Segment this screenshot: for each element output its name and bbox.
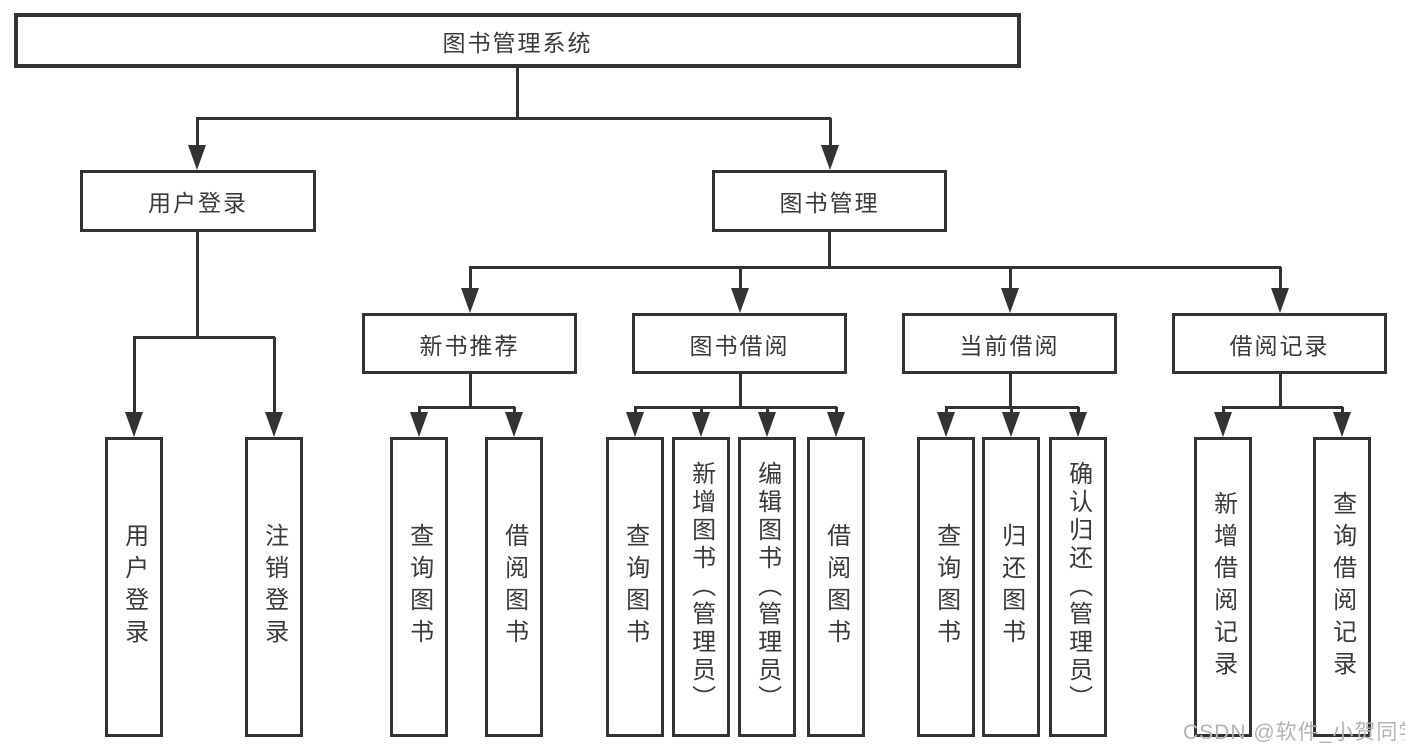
connector-arrowhead-down xyxy=(758,412,776,437)
node-label: 图书借阅 xyxy=(689,332,790,359)
connector-line-vertical xyxy=(739,374,742,407)
leaf-borrow-add-books-admin: 新增图书（管理员） xyxy=(672,437,730,737)
connector-line-stem xyxy=(1279,267,1282,301)
leaf-recommend-borrow-books: 借阅图书 xyxy=(485,437,543,737)
connector-arrowhead-down xyxy=(265,412,283,437)
leaf-user-login: 用户登录 xyxy=(105,437,163,737)
connector-arrowhead-down xyxy=(731,288,749,313)
node-label: 归还图书 xyxy=(997,523,1025,651)
connector-arrowhead-down xyxy=(1001,288,1019,313)
connector-arrowhead-down xyxy=(626,412,644,437)
node-book-management: 图书管理 xyxy=(712,170,947,232)
connector-line-stem xyxy=(1009,267,1012,301)
connector-arrowhead-down xyxy=(125,412,143,437)
node-book-borrowing: 图书借阅 xyxy=(632,313,847,374)
connector-arrowhead-down xyxy=(1069,412,1087,437)
leaf-records-add-record: 新增借阅记录 xyxy=(1194,437,1252,737)
node-current-borrowing: 当前借阅 xyxy=(902,313,1117,374)
node-label: 注销登录 xyxy=(260,523,288,651)
node-label: 查询借阅记录 xyxy=(1328,491,1356,683)
connector-arrowhead-down xyxy=(937,412,955,437)
node-label: 编辑图书（管理员） xyxy=(753,461,781,713)
connector-line-stem xyxy=(469,267,472,301)
connector-arrowhead-down xyxy=(821,145,839,170)
connector-line-horizontal xyxy=(634,406,837,409)
connector-arrowhead-down xyxy=(188,145,206,170)
connector-line-stem xyxy=(829,118,832,158)
connector-line-stem xyxy=(133,337,136,425)
connector-line-vertical xyxy=(469,374,472,407)
node-label: 新增图书（管理员） xyxy=(687,461,715,713)
node-new-book-recommendation: 新书推荐 xyxy=(362,313,577,374)
connector-line-stem xyxy=(273,337,276,425)
connector-arrowhead-down xyxy=(1214,412,1232,437)
node-label: 借阅记录 xyxy=(1229,332,1330,359)
node-label: 新书推荐 xyxy=(419,332,520,359)
node-label: 图书管理 xyxy=(779,190,880,216)
node-label: 确认归还（管理员） xyxy=(1064,461,1092,713)
node-label: 用户登录 xyxy=(148,190,248,216)
node-label: 借阅图书 xyxy=(822,523,850,651)
node-label: 查询图书 xyxy=(405,523,433,651)
connector-line-vertical xyxy=(1279,374,1282,407)
leaf-borrow-borrow-books: 借阅图书 xyxy=(807,437,865,737)
node-borrowing-records: 借阅记录 xyxy=(1172,313,1387,374)
connector-arrowhead-down xyxy=(505,412,523,437)
leaf-current-query-books: 查询图书 xyxy=(917,437,975,737)
connector-arrowhead-down xyxy=(410,412,428,437)
node-label: 借阅图书 xyxy=(500,523,528,651)
leaf-borrow-edit-books-admin: 编辑图书（管理员） xyxy=(738,437,796,737)
connector-line-horizontal xyxy=(133,336,275,339)
connector-arrowhead-down xyxy=(692,412,710,437)
connector-line-horizontal xyxy=(418,406,515,409)
connector-line-vertical xyxy=(1009,374,1012,407)
connector-line-horizontal xyxy=(196,117,831,120)
leaf-current-confirm-return-admin: 确认归还（管理员） xyxy=(1049,437,1107,737)
leaf-logout: 注销登录 xyxy=(245,437,303,737)
node-root: 图书管理系统 xyxy=(14,13,1021,68)
node-label: 新增借阅记录 xyxy=(1209,491,1237,683)
node-label: 查询图书 xyxy=(932,523,960,651)
connector-line-horizontal xyxy=(1222,406,1343,409)
connector-arrowhead-down xyxy=(1002,412,1020,437)
node-label: 图书管理系统 xyxy=(442,29,593,56)
connector-line-stem xyxy=(196,118,199,158)
connector-arrowhead-down xyxy=(1271,288,1289,313)
leaf-recommend-query-books: 查询图书 xyxy=(390,437,448,737)
node-label: 当前借阅 xyxy=(959,332,1060,359)
connector-arrowhead-down xyxy=(827,412,845,437)
connector-line-vertical xyxy=(196,232,199,337)
leaf-current-return-books: 归还图书 xyxy=(982,437,1040,737)
leaf-records-query-record: 查询借阅记录 xyxy=(1313,437,1371,737)
connector-line-horizontal xyxy=(469,266,1281,269)
node-label: 用户登录 xyxy=(120,523,148,651)
connector-line-stem xyxy=(739,267,742,301)
connector-arrowhead-down xyxy=(461,288,479,313)
watermark: CSDN @软件_小贺同学 xyxy=(1183,721,1405,744)
connector-line-vertical xyxy=(828,232,831,267)
node-user-login: 用户登录 xyxy=(80,170,316,232)
connector-line-vertical xyxy=(516,68,519,118)
connector-arrowhead-down xyxy=(1333,412,1351,437)
leaf-borrow-query-books: 查询图书 xyxy=(606,437,664,737)
node-label: 查询图书 xyxy=(621,523,649,651)
